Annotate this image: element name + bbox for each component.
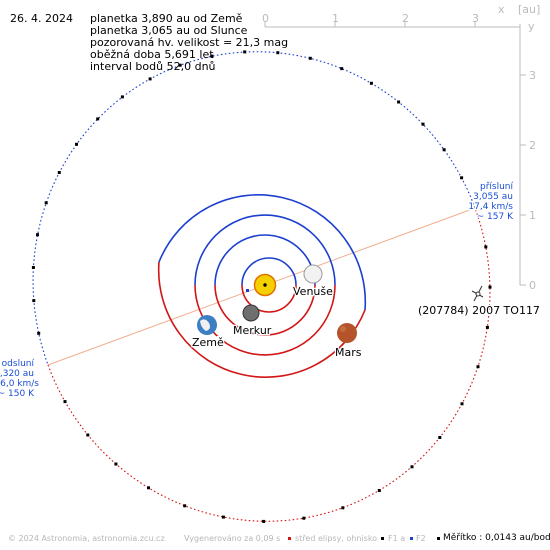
y-axis-label: y — [528, 20, 535, 33]
orbit-interval-marker — [485, 325, 489, 329]
svg-text:17,4 km/s: 17,4 km/s — [468, 202, 513, 212]
legend-asteroid-dot — [437, 537, 440, 540]
scale-text: Měřítko : 0,0143 au/bod — [443, 533, 550, 543]
orbit-interval-marker — [148, 77, 152, 81]
asteroid-marker — [471, 285, 484, 302]
aphelion-info: odsluní 4,320 au 16,0 km/s ~ 150 K — [0, 359, 39, 399]
mercury-planet — [242, 304, 260, 322]
mars-orbit — [157, 194, 367, 378]
x-axis-label: x — [498, 3, 505, 16]
orbit-interval-marker — [421, 122, 425, 126]
orbit-interval-marker — [120, 95, 124, 99]
orbit-interval-marker — [75, 142, 78, 146]
orbit-interval-marker — [262, 519, 266, 523]
x-axis — [264, 22, 520, 28]
orbit-interval-marker — [114, 462, 118, 466]
orbit-interval-marker — [488, 285, 492, 289]
info-line-period: oběžná doba 5,691 let — [90, 48, 214, 61]
orbit-interval-marker — [341, 506, 345, 510]
svg-text:přísluní: přísluní — [480, 182, 514, 192]
mercury-orbit — [241, 257, 297, 313]
orbit-interval-marker — [302, 516, 306, 520]
legend-center-label: střed elipsy, ohnisko — [295, 534, 378, 543]
orbit-interval-marker — [57, 171, 61, 174]
info-line-magnitude: pozorovaná hv. velikost = 21,3 mag — [90, 36, 289, 49]
mars-label: Mars — [335, 346, 362, 359]
x-tick-0: 0 — [262, 12, 269, 25]
orbit-interval-marker — [442, 148, 446, 152]
orbit-interval-marker — [31, 266, 35, 269]
legend-center-dot — [288, 537, 291, 540]
orbit-interval-marker — [460, 402, 464, 406]
svg-text:odsluní: odsluní — [2, 359, 35, 369]
orbit-interval-marker — [369, 81, 373, 85]
info-line-distance-earth: planetka 3,890 au od Země — [90, 12, 243, 25]
y-tick-3: 3 — [529, 69, 536, 82]
orbit-interval-marker — [308, 56, 312, 60]
x-tick-3: 3 — [472, 12, 479, 25]
orbit-interval-marker — [37, 331, 41, 335]
asteroid-label: (207784) 2007 TO117 — [418, 304, 540, 317]
svg-text:16,0 km/s: 16,0 km/s — [0, 379, 39, 389]
y-axis — [519, 24, 526, 286]
x-tick-2: 2 — [402, 12, 409, 25]
orbit-interval-marker — [221, 515, 225, 519]
orbit-interval-marker — [476, 365, 480, 369]
venus-label: Venuše — [293, 285, 333, 298]
legend-f1-label: F1 a — [388, 534, 406, 543]
orbit-interval-marker — [460, 176, 464, 180]
perihelion-info: přísluní 3,055 au 17,4 km/s ~ 157 K — [467, 181, 515, 224]
y-tick-2: 2 — [529, 139, 536, 152]
legend-f2-label: F2 — [416, 534, 426, 543]
orbit-interval-marker — [243, 50, 247, 54]
orbit-interval-marker — [178, 63, 182, 67]
orbit-interval-marker — [32, 299, 36, 303]
mars-planet — [337, 323, 357, 343]
copyright-text: © 2024 Astronomia, astronomia.zcu.cz — [8, 534, 165, 543]
unit-label: [au] — [518, 3, 540, 16]
orbit-interval-marker — [210, 54, 214, 58]
orbit-interval-marker — [96, 117, 100, 121]
info-line-distance-sun: planetka 3,065 au od Slunce — [90, 24, 248, 37]
date-label: 26. 4. 2024 — [10, 12, 73, 25]
legend-f2-dot — [410, 537, 413, 540]
generated-time: Vygenerováno za 0,09 s — [184, 534, 281, 543]
sun — [253, 273, 277, 297]
orbit-interval-marker — [183, 504, 187, 508]
asteroid-orbit — [32, 51, 491, 522]
orbit-interval-marker — [36, 233, 39, 237]
legend-f1-dot — [381, 537, 384, 540]
orbit-interval-marker — [86, 433, 90, 437]
orbit-interval-markers — [31, 50, 492, 523]
earth-orbit — [194, 214, 336, 356]
orbit-interval-marker — [438, 436, 442, 439]
y-tick-1: 1 — [529, 209, 536, 222]
info-line-interval: interval bodů 52,0 dnů — [90, 60, 216, 73]
venus-planet — [303, 264, 323, 284]
orbit-interval-marker — [340, 67, 344, 71]
x-tick-1: 1 — [332, 12, 339, 25]
orbit-interval-marker — [147, 486, 150, 490]
orbit-interval-marker — [484, 245, 488, 249]
orbit-interval-marker — [276, 51, 280, 55]
orbit-interval-marker — [44, 201, 48, 205]
mercury-label: Merkur — [233, 324, 272, 337]
ellipse-center-marker — [246, 289, 249, 292]
orbit-interval-marker — [397, 100, 401, 104]
orbit-interval-marker — [410, 465, 414, 469]
orbit-interval-marker — [377, 489, 381, 492]
orbit-interval-marker — [63, 400, 67, 404]
svg-text:~ 157 K: ~ 157 K — [477, 212, 514, 222]
venus-orbit — [214, 234, 316, 336]
svg-text:4,320 au: 4,320 au — [0, 369, 34, 379]
svg-text:3,055 au: 3,055 au — [473, 192, 513, 202]
y-tick-0: 0 — [529, 279, 536, 292]
earth-label: Země — [192, 336, 224, 349]
svg-text:~ 150 K: ~ 150 K — [0, 389, 35, 399]
